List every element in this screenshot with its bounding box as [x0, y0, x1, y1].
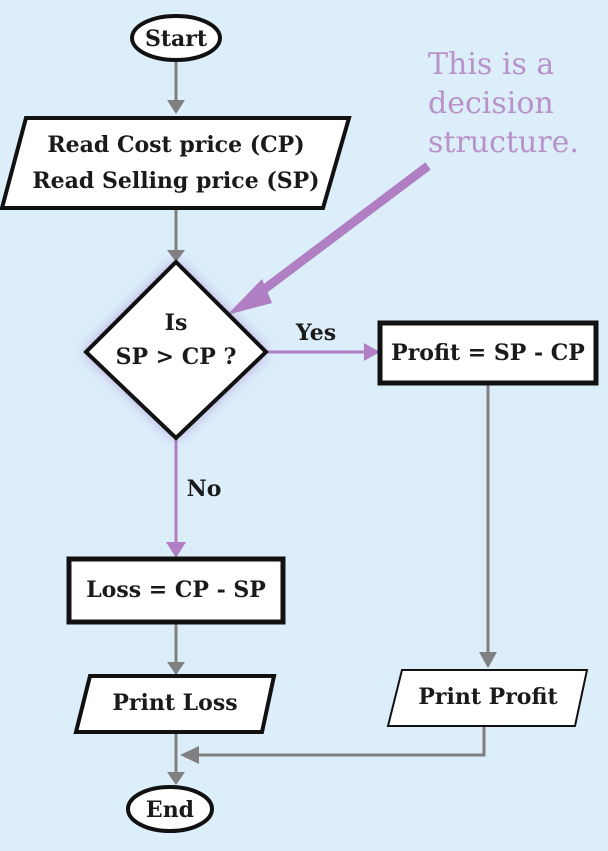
connector-input-to-decision [167, 208, 185, 262]
callout-arrow [227, 162, 431, 315]
print-loss-label: Print Loss [112, 690, 237, 716]
connector-loss-to-print [167, 624, 185, 675]
no-label: No [187, 476, 222, 502]
profit-process: Profit = SP - CP [377, 320, 599, 386]
loss-label: Loss = CP - SP [86, 577, 266, 603]
print-loss-output: Print Loss [73, 674, 277, 734]
no-arrow [166, 438, 186, 558]
print-profit-label: Print Profit [418, 684, 558, 710]
yes-label: Yes [295, 320, 336, 346]
callout-line-3: structure. [428, 125, 579, 160]
yes-arrow [266, 343, 380, 361]
callout-note: This is a decision structure. [428, 47, 579, 160]
start-terminal: Start [130, 14, 222, 62]
connector-profit-to-print [479, 384, 497, 668]
input-line-2: Read Selling price (SP) [32, 168, 319, 194]
callout-line-1: This is a [428, 47, 554, 82]
print-profit-output: Print Profit [386, 669, 589, 727]
connector-print-profit-merge [180, 727, 486, 764]
decision-line-2: SP > CP ? [116, 344, 237, 370]
connector-print-to-end [167, 734, 185, 785]
decision-diamond: Is SP > CP ? [83, 259, 269, 441]
start-label: Start [145, 26, 208, 52]
input-line-1: Read Cost price (CP) [47, 132, 304, 158]
end-label: End [146, 797, 194, 823]
loss-process: Loss = CP - SP [66, 556, 286, 625]
profit-label: Profit = SP - CP [391, 340, 585, 366]
end-terminal: End [126, 785, 214, 833]
input-parallelogram: Read Cost price (CP) Read Selling price … [0, 116, 352, 210]
connector-start-to-input [167, 60, 185, 114]
callout-line-2: decision [428, 86, 554, 121]
decision-line-1: Is [165, 310, 188, 336]
